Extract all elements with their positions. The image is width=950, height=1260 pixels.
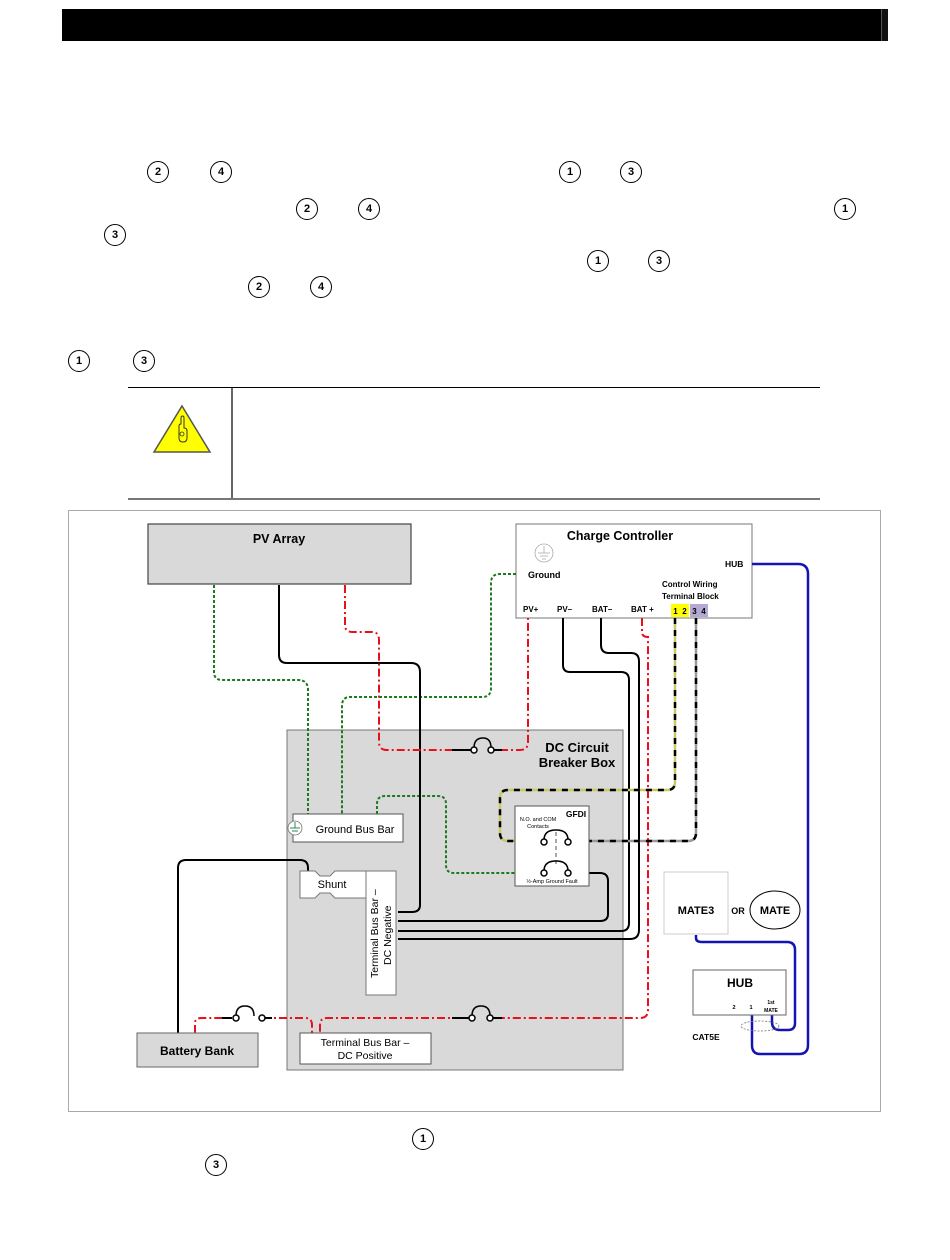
hub-port-2: 2 — [732, 1005, 735, 1011]
gfdi-negative-wire — [398, 872, 609, 922]
control-wiring-label-2: Terminal Block — [662, 592, 719, 601]
callout-circle: 2 — [248, 276, 270, 298]
battery-bank-label: Battery Bank — [160, 1044, 234, 1058]
charge-controller-title: Charge Controller — [567, 529, 673, 543]
pv-positive-to-cc — [500, 618, 529, 751]
cc-hub-label: HUB — [725, 559, 743, 569]
gfdi-title: GFDI — [566, 809, 586, 819]
mate3-box — [663, 871, 729, 935]
ground-bus-bar-label: Ground Bus Bar — [316, 824, 395, 836]
breaker-box-label-2: Breaker Box — [539, 755, 616, 770]
cc-bat-negative-wire — [398, 618, 640, 940]
breaker-box-label-1: DC Circuit — [545, 740, 609, 755]
ground-bus-icon — [287, 820, 303, 836]
callout-circle: 3 — [620, 161, 642, 183]
hub-port-mate-2: MATE — [764, 1008, 778, 1014]
terminal-bat-plus: BAT + — [631, 605, 654, 614]
hub-title: HUB — [727, 976, 753, 990]
callout-circle: 1 — [587, 250, 609, 272]
hub-port-mate-1: 1st — [767, 1000, 775, 1006]
inverter-breaker-icon — [232, 1005, 266, 1022]
control-terminal-2-label: 2 — [682, 607, 687, 616]
terminal-pv-minus: PV– — [557, 605, 573, 614]
bus-negative-label-2: DC Negative — [382, 905, 394, 965]
callout-circle: 3 — [133, 350, 155, 372]
battery-positive-wire — [194, 1017, 232, 1033]
callout-circle: 3 — [104, 224, 126, 246]
control-wiring-label-1: Control Wiring — [662, 580, 718, 589]
pv-negative-wire — [278, 585, 421, 913]
callout-circle: 3 — [205, 1154, 227, 1176]
ground-wire-gfdi — [376, 795, 545, 874]
callout-circle: 2 — [147, 161, 169, 183]
callout-circle: 1 — [412, 1128, 434, 1150]
control-terminal-4 — [699, 604, 708, 617]
terminal-bat-minus: BAT– — [592, 605, 613, 614]
bus-bar-positive — [299, 1032, 432, 1065]
bus-positive-to-breaker — [319, 1017, 461, 1033]
terminal-pv-plus: PV+ — [523, 605, 539, 614]
bat-positive-wire — [500, 618, 649, 1019]
cat5e-bundle-icon — [740, 1020, 780, 1032]
control-terminal-1-label: 1 — [673, 607, 678, 616]
mate-ellipse — [749, 890, 801, 930]
gfdi-box — [514, 805, 590, 887]
callout-circle: 2 — [296, 198, 318, 220]
hub-box — [692, 969, 787, 1016]
hub-port-1: 1 — [749, 1005, 752, 1011]
charge-controller-box — [515, 523, 753, 619]
battery-breaker-to-bus — [263, 1017, 313, 1033]
callout-circle: 3 — [648, 250, 670, 272]
gfdi-contacts-1: N.O. and COM — [520, 817, 557, 823]
callout-circle: 1 — [559, 161, 581, 183]
ground-wire-pv — [213, 585, 309, 814]
page-header-bar — [62, 9, 888, 41]
note-divider — [231, 388, 233, 498]
caution-note-box — [128, 387, 820, 500]
callout-circle: 1 — [834, 198, 856, 220]
mate3-label: MATE3 — [678, 905, 714, 917]
gfdi-ground-fault-switch-icon — [540, 860, 572, 877]
cc-pv-negative-wire — [398, 618, 630, 932]
control-terminal-3-label: 3 — [692, 607, 697, 616]
bus-positive-label-1: Terminal Bus Bar – — [321, 1037, 410, 1049]
bus-bar-negative — [365, 870, 397, 996]
bus-negative-label-1: Terminal Bus Bar – — [369, 889, 381, 978]
pv-breaker-icon — [470, 737, 495, 754]
pv-array-box — [147, 523, 412, 585]
control-terminal-3 — [690, 604, 699, 617]
ground-wire-cc — [341, 573, 516, 814]
battery-bank-box — [136, 1032, 259, 1068]
mate-label: MATE — [760, 905, 790, 917]
pv-array-label: PV Array — [253, 532, 305, 546]
gfdi-contact-switch-icon — [540, 829, 572, 846]
or-label: OR — [731, 906, 745, 916]
battery-negative-wire — [177, 859, 309, 1033]
cc-hub-comm-wire — [750, 562, 810, 1056]
gfdi-ground-fault-label: ½-Amp Ground Fault — [526, 878, 578, 885]
wiring-diagram-frame — [68, 510, 881, 1112]
control-terminal-2 — [680, 604, 689, 617]
header-bar-edge — [881, 9, 888, 41]
pv-positive-wire — [344, 585, 461, 751]
gfdi-contacts-2: Contacts — [527, 824, 549, 830]
shunt-label: Shunt — [318, 879, 347, 891]
cc-ground-label: Ground — [528, 570, 561, 580]
callout-circle: 4 — [358, 198, 380, 220]
callout-circle: 4 — [210, 161, 232, 183]
caution-hand-icon — [152, 404, 212, 453]
bus-positive-label-2: DC Positive — [338, 1050, 393, 1062]
ground-symbol-icon — [534, 543, 554, 563]
control-terminal-1 — [671, 604, 680, 617]
control-terminal-4-label: 4 — [701, 607, 706, 616]
cat5e-label: CAT5E — [692, 1032, 720, 1042]
callout-circle: 4 — [310, 276, 332, 298]
callout-circle: 1 — [68, 350, 90, 372]
battery-breaker-icon — [468, 1005, 494, 1022]
